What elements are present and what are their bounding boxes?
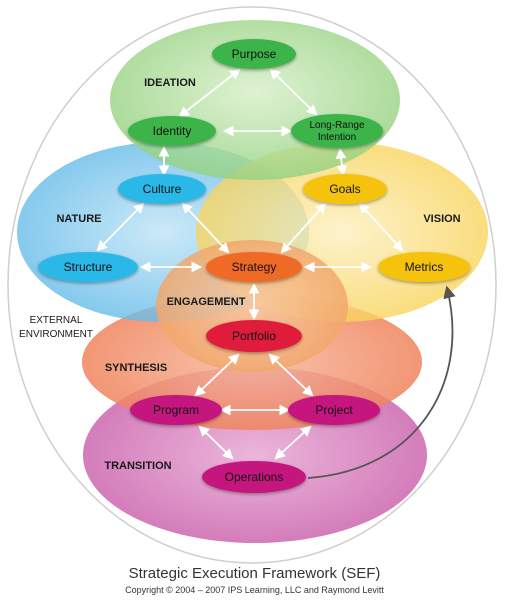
node-portfolio-label: Portfolio [232,329,276,343]
node-purpose [212,39,296,69]
connector-arrows [96,68,404,460]
node-culture [118,174,206,204]
external-environment-label-line2: ENVIRONMENT [19,329,93,340]
vision-label: VISION [423,213,460,225]
synthesis-label: SYNTHESIS [105,362,167,374]
ideation-label: IDEATION [144,77,196,89]
node-long-range-intention [291,114,383,148]
arrow-program-operations [198,425,234,460]
diagram-title: Strategic Execution Framework (SEF) [128,565,381,582]
node-metrics-label: Metrics [405,260,444,274]
node-structure-label: Structure [64,260,113,274]
node-project [288,395,380,425]
node-goals [303,174,387,204]
node-portfolio [206,320,302,352]
node-project-label: Project [315,403,353,417]
arrow-purpose-identity [178,68,241,118]
node-identity [128,116,216,146]
arrow-goals-strategy [280,202,327,254]
node-long-range-label-line2: Intention [318,132,356,143]
transition-label: TRANSITION [104,460,171,472]
arrow-portfolio-project [268,353,314,397]
node-structure [38,252,138,282]
node-strategy-label: Strategy [232,260,277,274]
arrow-purpose-longrange [269,68,318,116]
nature-label: NATURE [56,213,101,225]
node-program [130,395,222,425]
arrow-longrange-goals [335,147,348,177]
node-goals-label: Goals [329,182,360,196]
node-identity-label: Identity [153,124,192,138]
node-operations [202,461,306,493]
node-purpose-label: Purpose [232,47,277,61]
node-program-label: Program [153,403,199,417]
copyright-notice: Copyright © 2004 – 2007 IPS Learning, LL… [125,585,384,595]
node-strategy [206,252,302,282]
node-culture-label: Culture [143,182,182,196]
node-metrics [378,252,470,282]
node-operations-label: Operations [225,470,284,484]
arrow-culture-structure [96,202,145,252]
arrow-portfolio-program [194,353,240,397]
external-environment-label-line1: EXTERNAL [30,315,83,326]
arrow-project-operations [274,425,312,460]
arrow-culture-strategy [181,202,230,254]
node-long-range-label-line1: Long-Range [309,120,364,131]
engagement-label: ENGAGEMENT [167,296,246,308]
arrow-goals-metrics [358,202,404,252]
feedback-arrow-operations-metrics [307,285,456,479]
